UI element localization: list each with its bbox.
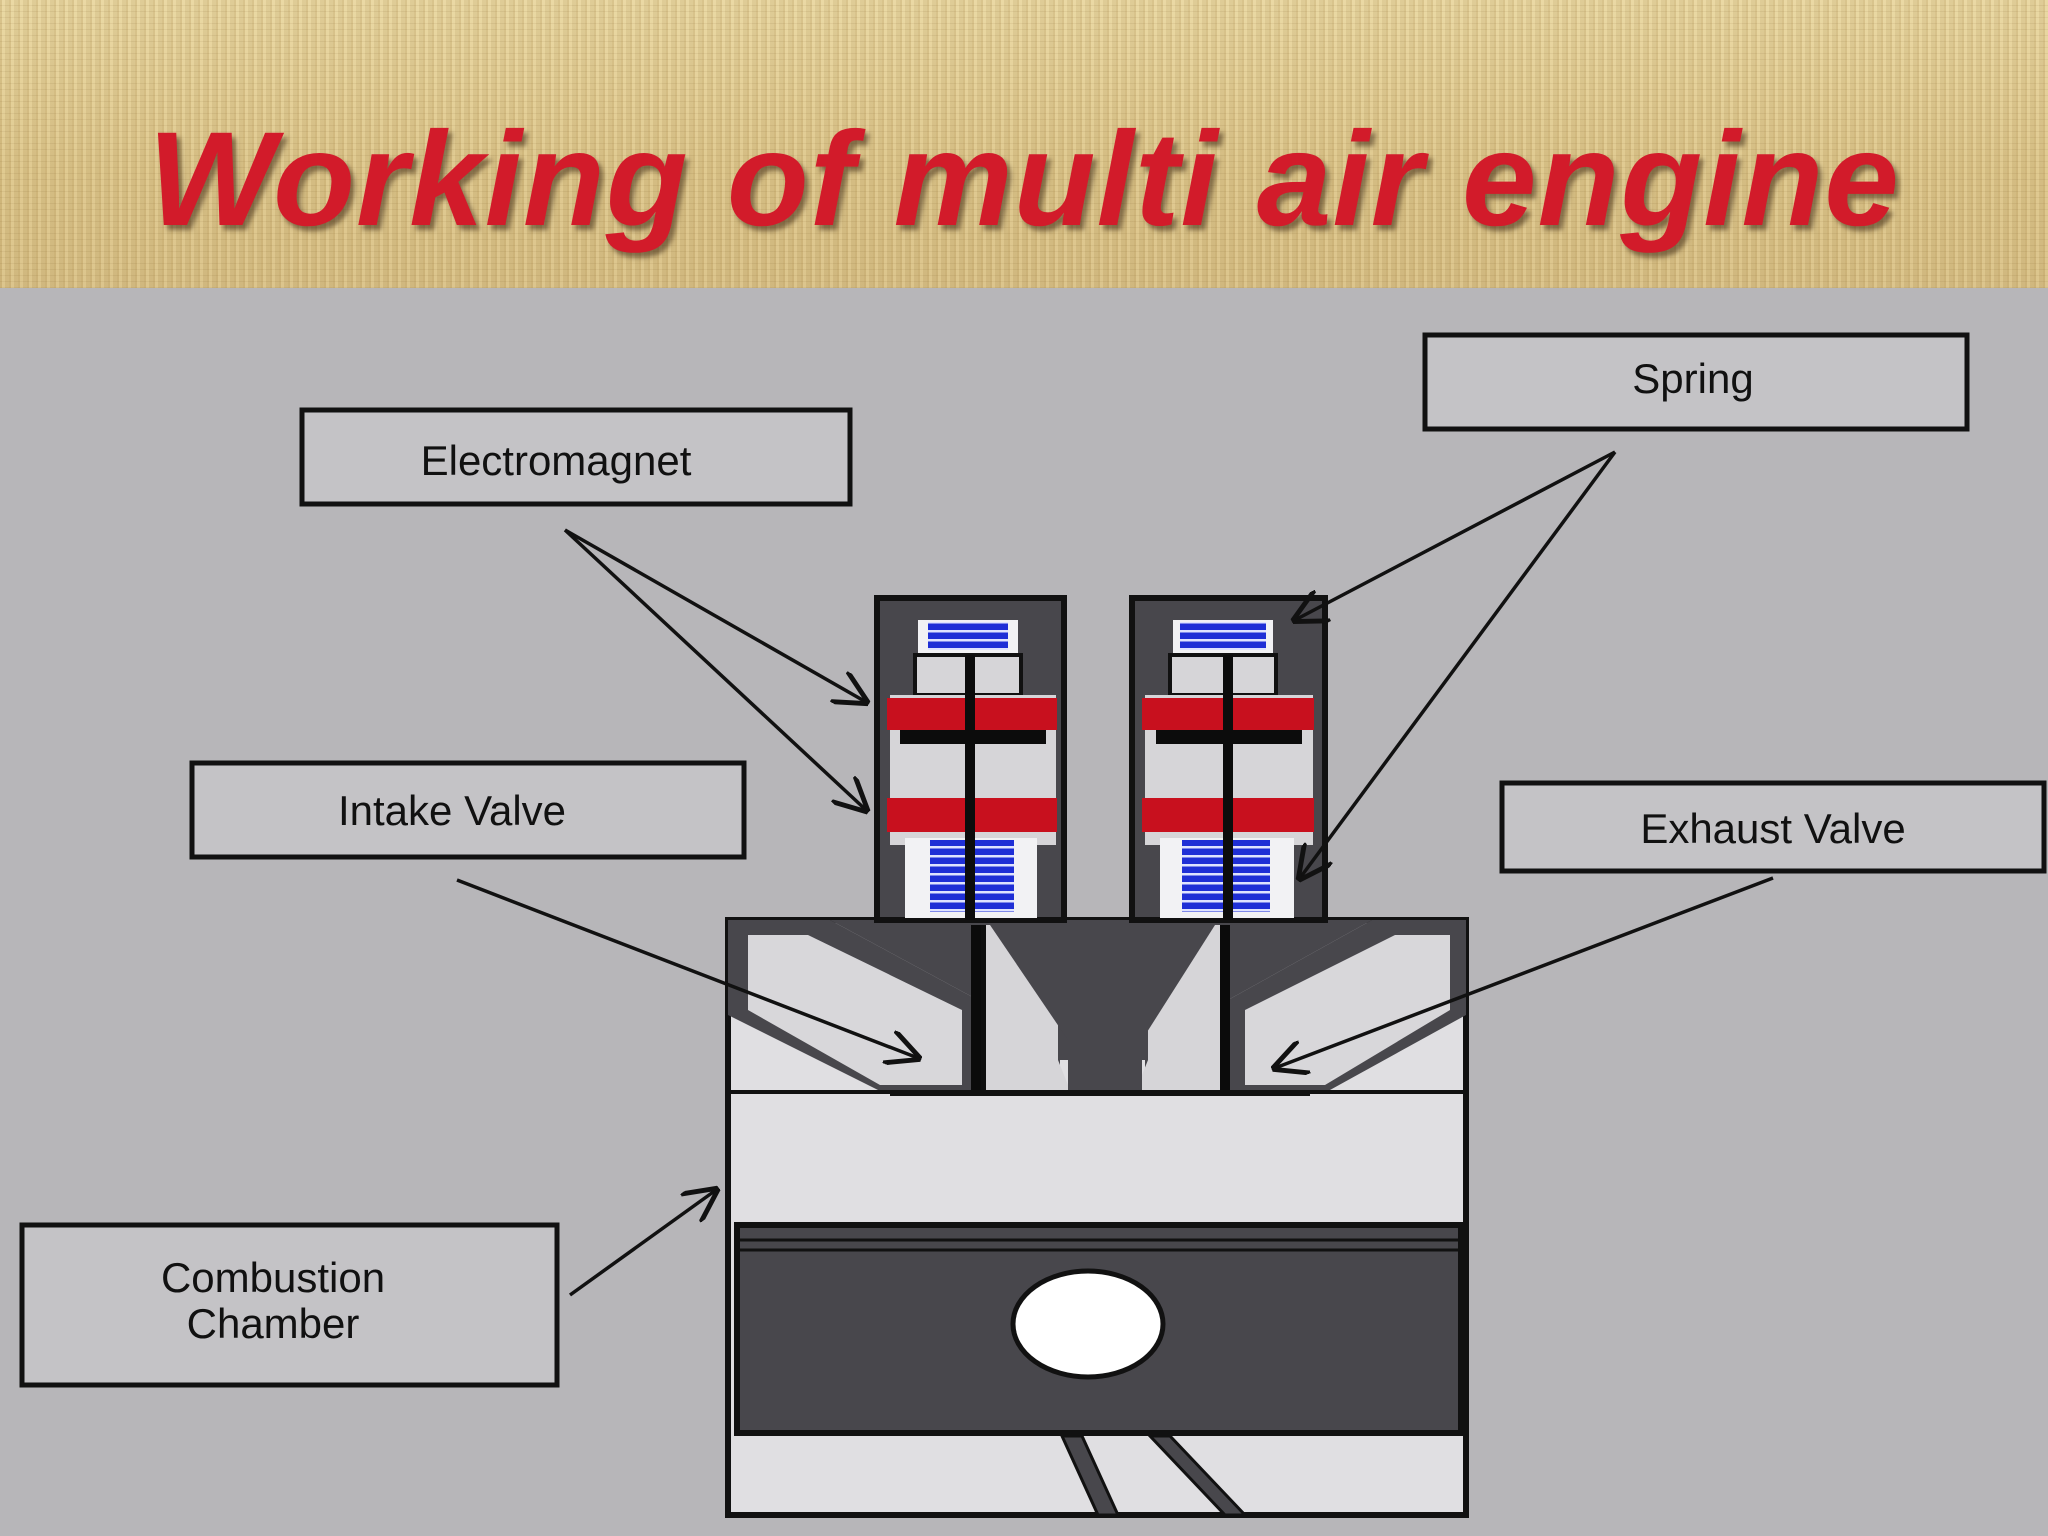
label-spring: Spring (1422, 332, 1970, 432)
title-banner: Working of multi air engine (0, 0, 2048, 288)
arrow-intake-valve (456, 878, 918, 1058)
piston (734, 1222, 1464, 1436)
arrow-electromagnet-upper (564, 528, 866, 702)
arrow-spring-bottom (1300, 450, 1617, 878)
spring-coil-top (1180, 622, 1266, 650)
label-combustion-line2: Chamber (187, 1300, 360, 1347)
label-electromagnet: Electromagnet (299, 407, 853, 507)
connecting-rod (1059, 1434, 1249, 1517)
label-combustion-line1: Combustion (161, 1254, 385, 1301)
label-electromagnet-text: Electromagnet (421, 437, 692, 484)
page-title: Working of multi air engine (148, 105, 1900, 254)
arrow-combustion-chamber (568, 1190, 716, 1297)
label-combustion-chamber: Combustion Chamber (19, 1222, 560, 1388)
label-spring-text: Spring (1632, 355, 1753, 402)
engine-block (725, 917, 1469, 1518)
spring-coil-top (928, 622, 1008, 650)
exhaust-actuator (1129, 595, 1328, 923)
label-exhaust-valve-text: Exhaust Valve (1640, 805, 1905, 852)
arrow-electromagnet-lower (563, 528, 866, 810)
piston-pin (1010, 1268, 1166, 1380)
arrow-spring-top (1295, 450, 1616, 620)
intake-actuator (874, 595, 1067, 923)
pointer-arrows (456, 450, 1774, 1297)
label-intake-valve-text: Intake Valve (338, 787, 566, 834)
engine-diagram: Electromagnet Spring Intake Valve Exhaus… (19, 332, 2047, 1518)
label-exhaust-valve: Exhaust Valve (1499, 780, 2047, 874)
label-intake-valve: Intake Valve (189, 760, 747, 860)
valve-ports (728, 920, 1466, 1090)
arrow-exhaust-valve (1275, 876, 1774, 1068)
